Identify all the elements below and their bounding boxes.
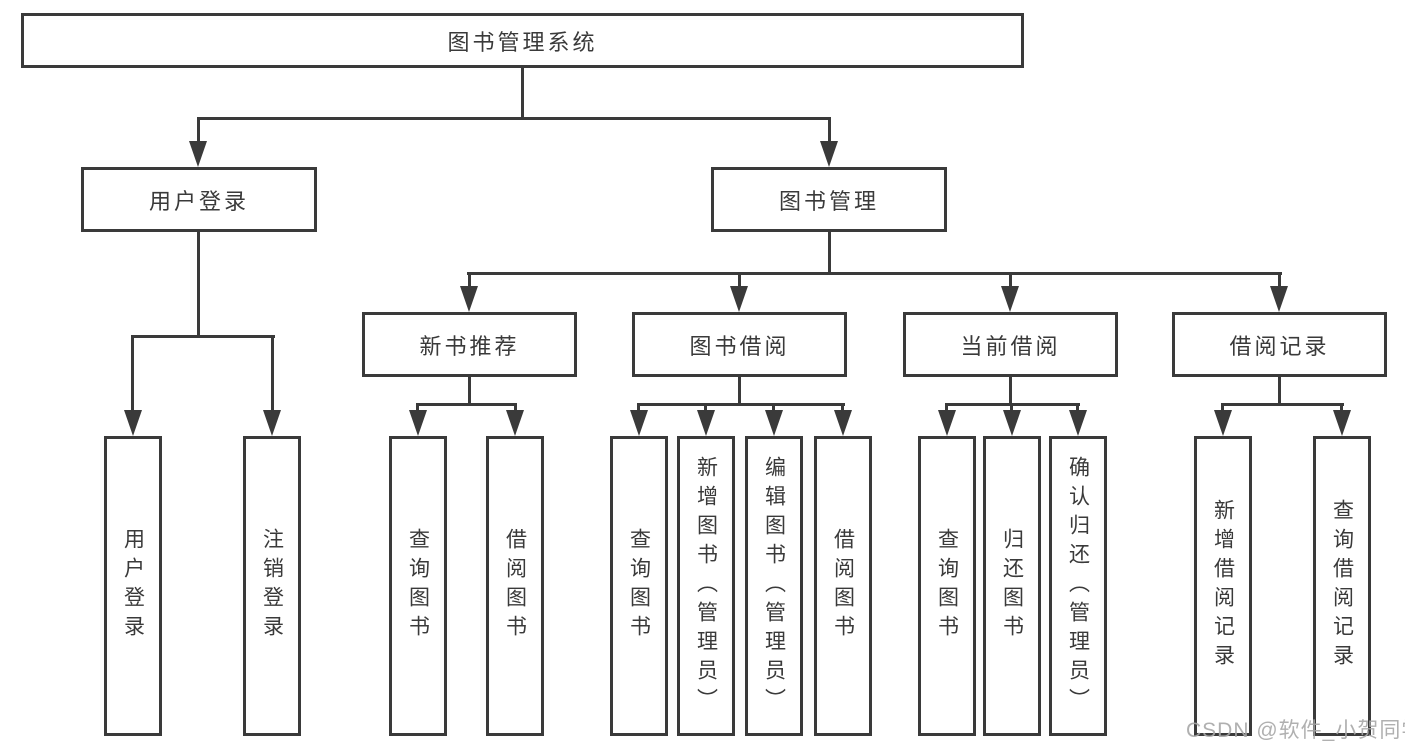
connector-line: [468, 272, 471, 289]
leaf-label: 确认归还（管理员）: [1066, 455, 1090, 717]
node-root: 图书管理系统: [21, 13, 1024, 68]
connector-line: [1010, 403, 1013, 412]
connector-line: [416, 403, 419, 412]
connector-line: [841, 403, 844, 412]
arrowhead-down-icon: [820, 141, 838, 167]
connector-line: [1278, 376, 1281, 405]
arrowhead-down-icon: [506, 410, 524, 436]
node-user-login: 用户登录: [81, 167, 317, 232]
leaf-user-login: 用户登录: [104, 436, 162, 736]
connector-line: [1221, 403, 1344, 406]
leaf-label: 新增图书（管理员）: [694, 455, 718, 717]
connector-line: [637, 403, 640, 412]
arrowhead-down-icon: [409, 410, 427, 436]
watermark: CSDN @软件_小贺同学: [1186, 719, 1405, 742]
node-current-borrow: 当前借阅: [903, 312, 1118, 377]
arrowhead-down-icon: [1003, 410, 1021, 436]
arrowhead-down-icon: [765, 410, 783, 436]
connector-line: [197, 117, 831, 120]
leaf-add-borrow-record: 新增借阅记录: [1194, 436, 1252, 736]
leaf-borrow-book-recommend: 借阅图书: [486, 436, 544, 736]
leaf-label: 借阅图书: [831, 528, 855, 644]
arrowhead-down-icon: [124, 410, 142, 436]
leaf-label: 用户登录: [121, 528, 145, 644]
arrowhead-down-icon: [1001, 286, 1019, 312]
leaf-label: 归还图书: [1000, 528, 1024, 644]
connector-line: [271, 335, 274, 412]
connector-line: [704, 403, 707, 412]
arrowhead-down-icon: [1270, 286, 1288, 312]
connector-line: [1009, 272, 1012, 289]
arrowhead-down-icon: [460, 286, 478, 312]
connector-line: [828, 117, 831, 144]
connector-line: [772, 403, 775, 412]
leaf-label: 查询图书: [627, 528, 651, 644]
leaf-return-book: 归还图书: [983, 436, 1041, 736]
leaf-label: 编辑图书（管理员）: [762, 455, 786, 717]
connector-line: [197, 232, 200, 337]
connector-line: [514, 403, 517, 412]
connector-line: [416, 403, 517, 406]
leaf-add-book-admin: 新增图书（管理员）: [677, 436, 735, 736]
connector-line: [521, 68, 524, 120]
arrowhead-down-icon: [730, 286, 748, 312]
connector-line: [197, 117, 200, 144]
leaf-query-book-current: 查询图书: [918, 436, 976, 736]
arrowhead-down-icon: [697, 410, 715, 436]
connector-line: [1009, 376, 1012, 405]
connector-line: [828, 232, 831, 274]
leaf-label: 查询借阅记录: [1330, 499, 1354, 673]
arrowhead-down-icon: [630, 410, 648, 436]
arrowhead-down-icon: [263, 410, 281, 436]
leaf-logout: 注销登录: [243, 436, 301, 736]
leaf-label: 查询图书: [935, 528, 959, 644]
connector-line: [131, 335, 134, 412]
leaf-borrow-book: 借阅图书: [814, 436, 872, 736]
connector-line: [1278, 272, 1281, 289]
node-new-book-recommend: 新书推荐: [362, 312, 577, 377]
connector-line: [1221, 403, 1224, 412]
node-book-management: 图书管理: [711, 167, 947, 232]
leaf-confirm-return-admin: 确认归还（管理员）: [1049, 436, 1107, 736]
arrowhead-down-icon: [1214, 410, 1232, 436]
node-book-borrow: 图书借阅: [632, 312, 847, 377]
connector-line: [637, 403, 845, 406]
arrowhead-down-icon: [189, 141, 207, 167]
node-borrow-record: 借阅记录: [1172, 312, 1387, 377]
arrowhead-down-icon: [1069, 410, 1087, 436]
leaf-edit-book-admin: 编辑图书（管理员）: [745, 436, 803, 736]
connector-line: [1340, 403, 1343, 412]
connector-line: [131, 335, 275, 338]
connector-line: [738, 376, 741, 405]
arrowhead-down-icon: [938, 410, 956, 436]
leaf-query-book-recommend: 查询图书: [389, 436, 447, 736]
leaf-label: 借阅图书: [503, 528, 527, 644]
arrowhead-down-icon: [1333, 410, 1351, 436]
leaf-query-book-borrow: 查询图书: [610, 436, 668, 736]
leaf-label: 查询图书: [406, 528, 430, 644]
leaf-label: 注销登录: [260, 528, 284, 644]
connector-line: [738, 272, 741, 289]
leaf-query-borrow-record: 查询借阅记录: [1313, 436, 1371, 736]
leaf-label: 新增借阅记录: [1211, 499, 1235, 673]
connector-line: [1076, 403, 1079, 412]
connector-line: [467, 272, 1282, 275]
arrowhead-down-icon: [834, 410, 852, 436]
connector-line: [468, 376, 471, 405]
connector-line: [945, 403, 948, 412]
